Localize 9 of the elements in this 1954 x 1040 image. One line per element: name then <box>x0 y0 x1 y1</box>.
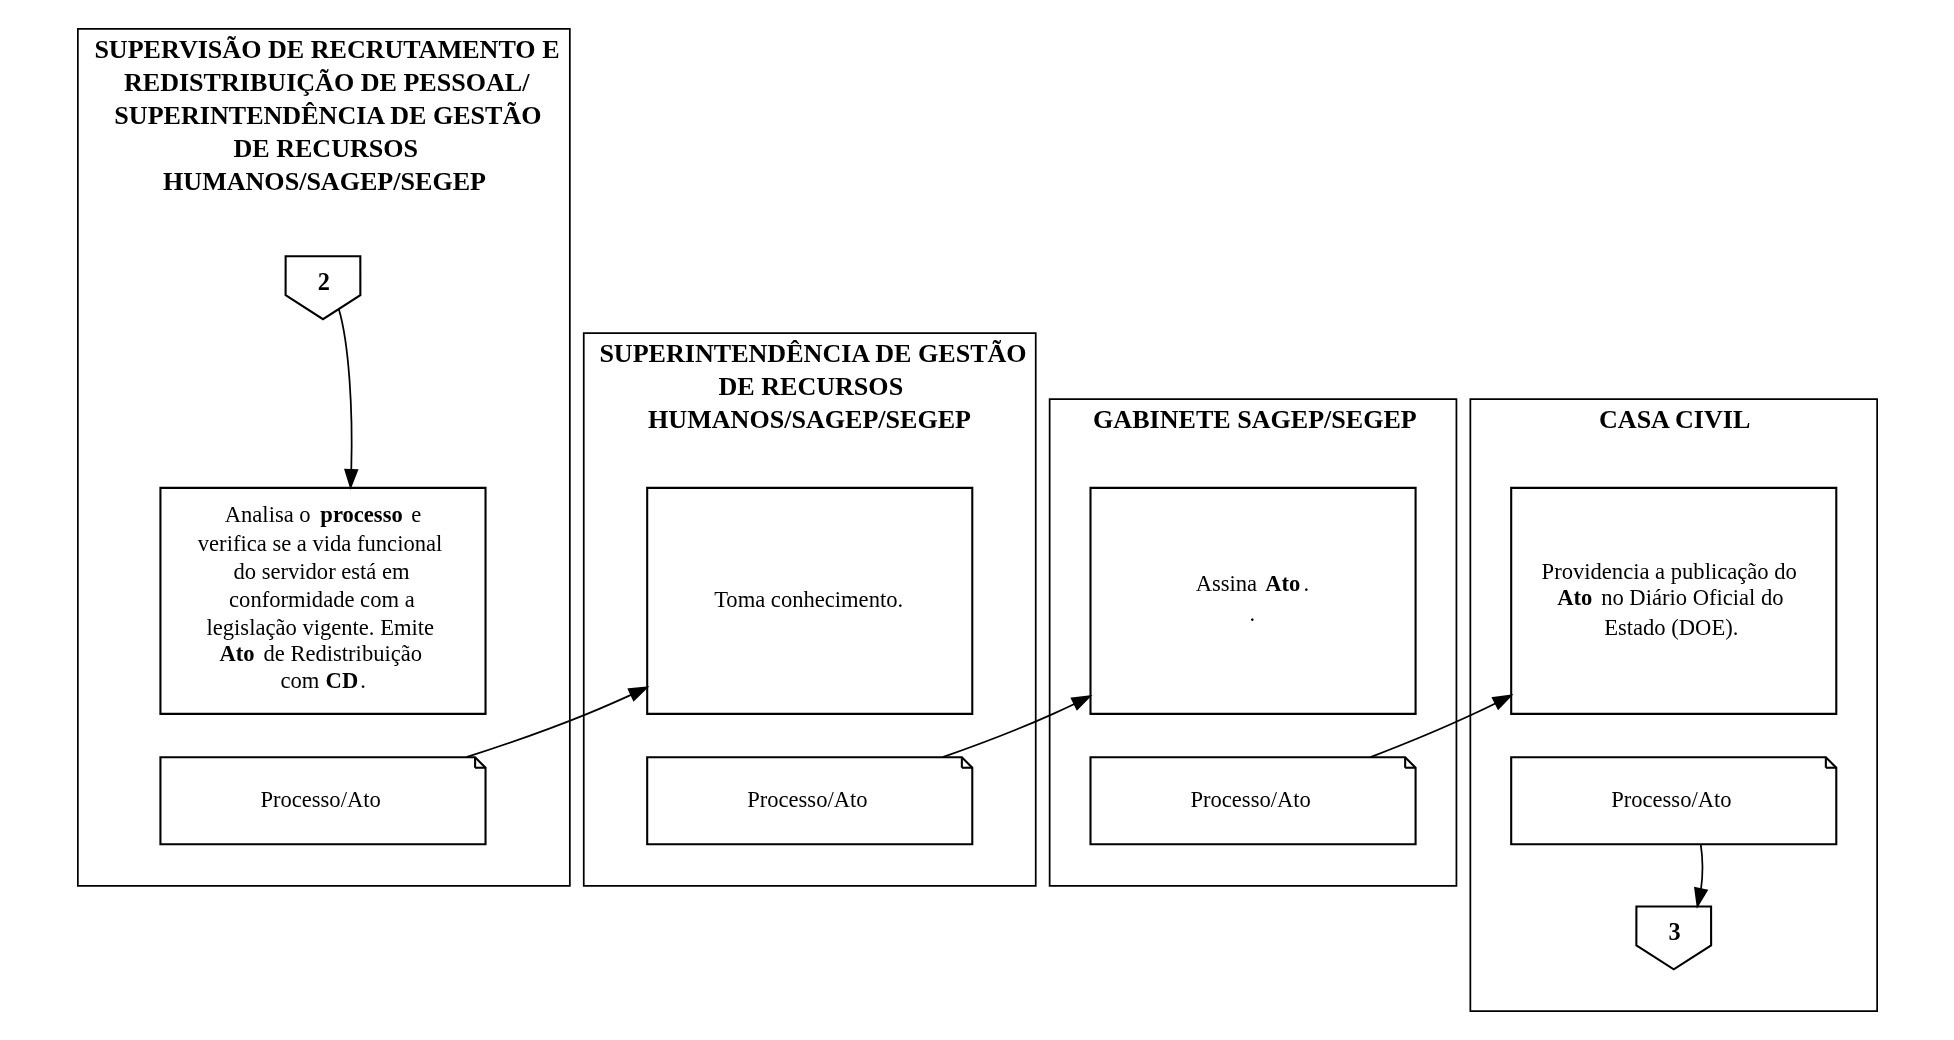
arrow <box>941 695 1092 758</box>
node-box: Analisa o processo e verifica se a vida funcional do servidor está em conformidade com a legislação vigente. Emite Ato de Redistribuição com CD. <box>158 486 487 715</box>
arrow <box>337 308 359 490</box>
node-box: Assina Ato. . <box>1088 486 1417 715</box>
node-box: Providencia a publicação do Ato no Diário Oficial do Estado (DOE). <box>1509 486 1837 715</box>
node-box: Toma conhecimento. <box>645 486 973 715</box>
arrow <box>1693 843 1708 909</box>
arrow <box>1369 694 1513 758</box>
arrow <box>465 686 649 759</box>
